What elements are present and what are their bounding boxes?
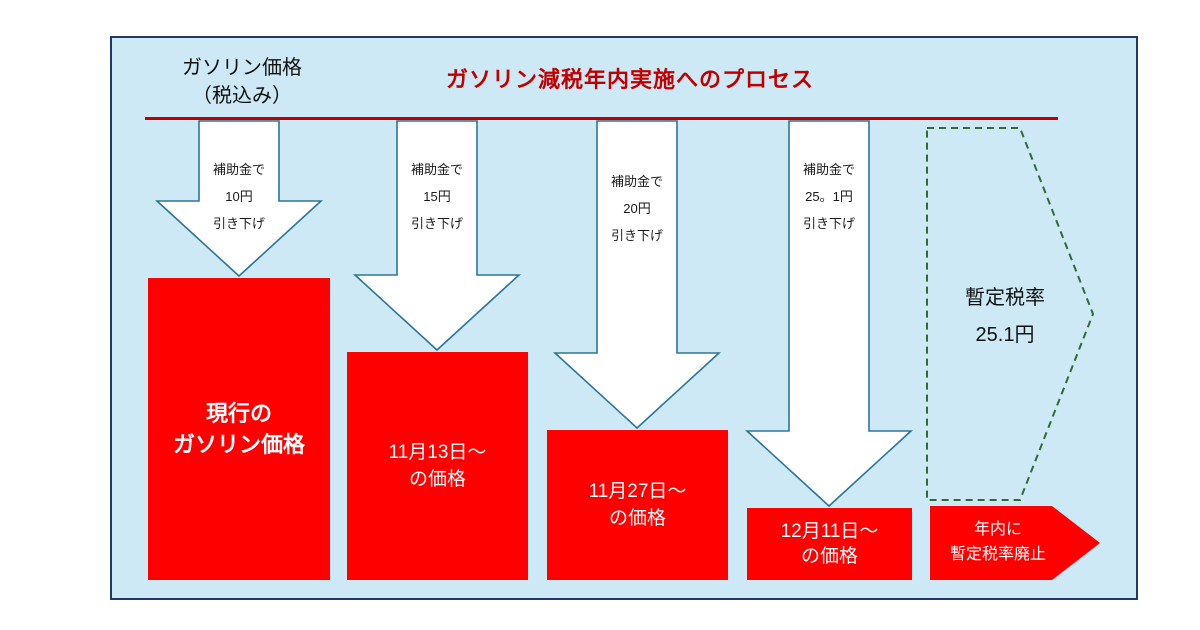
price-bar-label-line2: の価格 bbox=[408, 469, 466, 490]
abolition-line1: 年内に bbox=[973, 521, 1022, 538]
price-bar-label-line2: の価格 bbox=[608, 508, 666, 529]
subsidy-text-line: 補助金で bbox=[212, 162, 265, 177]
subsidy-amount: 25。1円 bbox=[805, 189, 853, 204]
price-bar-label-line1: 11月27日～ bbox=[588, 481, 687, 502]
abolition-line2: 暫定税率廃止 bbox=[949, 546, 1046, 563]
subsidy-arrow-shape-4 bbox=[744, 120, 914, 508]
price-bar-label-line1: 11月13日～ bbox=[388, 442, 487, 463]
price-bar-nov13: 11月13日～ の価格 bbox=[347, 352, 528, 580]
price-bar-label-line1: 12月11日～ bbox=[780, 521, 879, 542]
provisional-tax-bracket-outline bbox=[926, 127, 1095, 501]
price-bar-dec11: 12月11日～ の価格 bbox=[747, 508, 912, 580]
subsidy-arrow-shape-3 bbox=[552, 120, 722, 430]
subsidy-arrow-label-2: 補助金で 15円 引き下げ bbox=[377, 156, 497, 237]
subsidy-arrow-shape-1 bbox=[154, 120, 324, 278]
subsidy-arrow-shape-2 bbox=[352, 120, 522, 352]
chart-title: ガソリン減税年内実施へのプロセス bbox=[445, 67, 814, 92]
price-bar-label-line2: ガソリン価格 bbox=[172, 432, 305, 457]
subsidy-text-line: 補助金で bbox=[410, 162, 463, 177]
price-bar-current: 現行の ガソリン価格 bbox=[148, 278, 330, 580]
subsidy-text-line: 引き下げ bbox=[802, 216, 855, 231]
axis-label-line1: ガソリン価格 bbox=[182, 57, 302, 79]
subsidy-amount: 20円 bbox=[623, 201, 651, 216]
provisional-tax-name: 暫定税率 bbox=[965, 287, 1045, 309]
price-bar-label-line1: 現行の bbox=[205, 401, 272, 426]
provisional-tax-label: 暫定税率 25.1円 bbox=[938, 280, 1072, 354]
abolition-arrow-label: 年内に 暫定税率廃止 bbox=[925, 517, 1071, 567]
subsidy-arrow-label-4: 補助金で 25。1円 引き下げ bbox=[769, 156, 889, 237]
provisional-tax-amount: 25.1円 bbox=[975, 324, 1035, 346]
subsidy-text-line: 引き下げ bbox=[212, 216, 265, 231]
subsidy-text-line: 引き下げ bbox=[410, 216, 463, 231]
subsidy-text-line: 補助金で bbox=[610, 174, 663, 189]
price-baseline bbox=[145, 117, 1058, 120]
price-bar-label-line2: の価格 bbox=[800, 546, 858, 567]
subsidy-amount: 10円 bbox=[225, 189, 253, 204]
axis-label-line2: （税込み） bbox=[192, 85, 292, 107]
subsidy-arrow-label-1: 補助金で 10円 引き下げ bbox=[179, 156, 299, 237]
subsidy-text-line: 補助金で bbox=[802, 162, 855, 177]
abolition-arrow-shape bbox=[930, 506, 1100, 580]
subsidy-amount: 15円 bbox=[423, 189, 451, 204]
y-axis-label: ガソリン価格 （税込み） bbox=[157, 54, 327, 110]
price-bar-nov27: 11月27日～ の価格 bbox=[547, 430, 728, 580]
subsidy-text-line: 引き下げ bbox=[610, 228, 663, 243]
subsidy-arrow-label-3: 補助金で 20円 引き下げ bbox=[577, 168, 697, 249]
